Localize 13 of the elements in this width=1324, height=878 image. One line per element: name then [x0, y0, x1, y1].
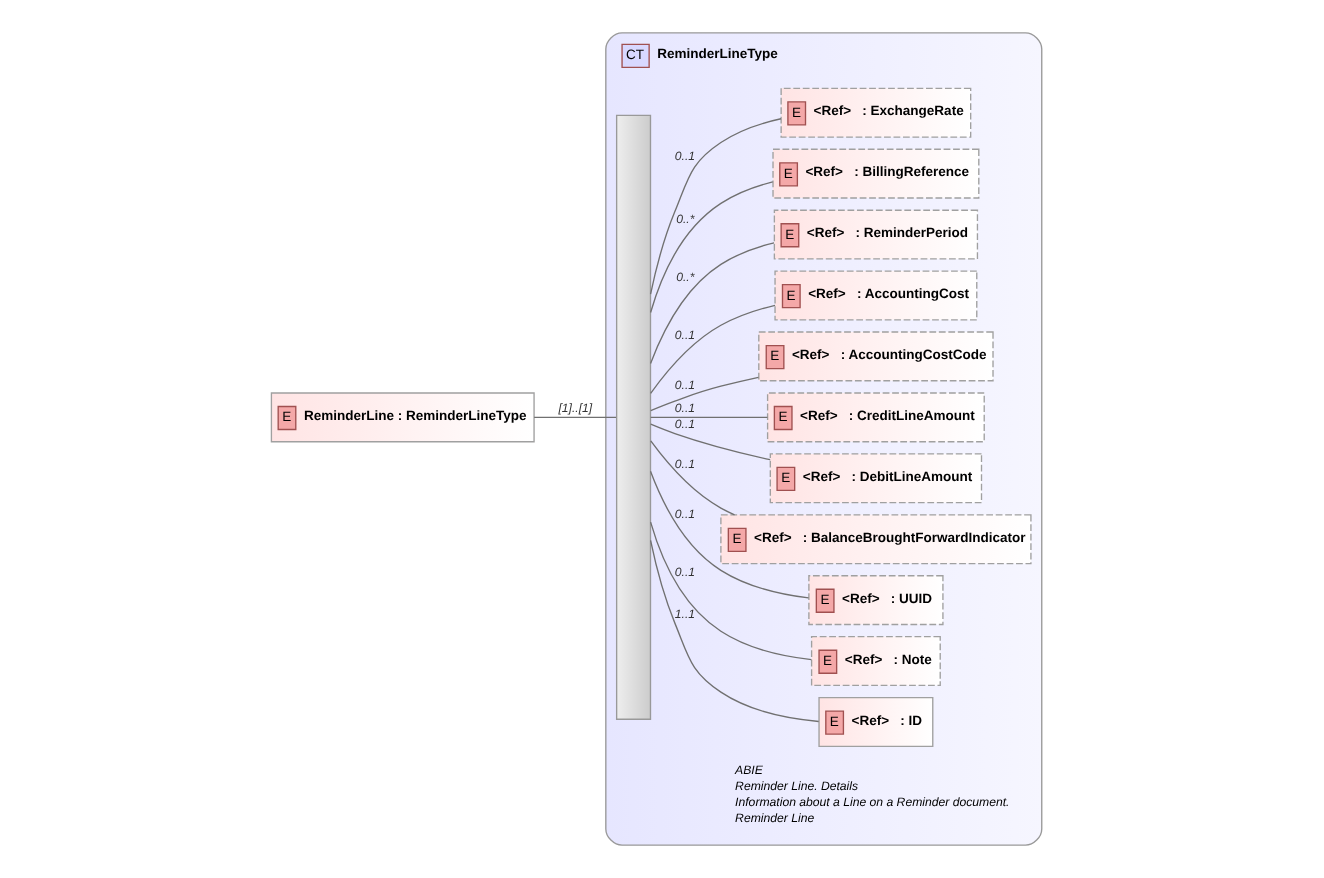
connector	[650, 440, 736, 516]
connector	[649, 539, 820, 723]
connector	[649, 118, 782, 295]
connector	[533, 416, 617, 418]
connector	[649, 181, 774, 314]
node-bar	[615, 114, 652, 720]
connector	[650, 423, 771, 461]
connector	[649, 416, 769, 418]
connector	[650, 376, 760, 412]
connector	[649, 521, 813, 661]
connector	[649, 470, 810, 599]
connector	[649, 304, 776, 394]
connector	[649, 242, 775, 365]
